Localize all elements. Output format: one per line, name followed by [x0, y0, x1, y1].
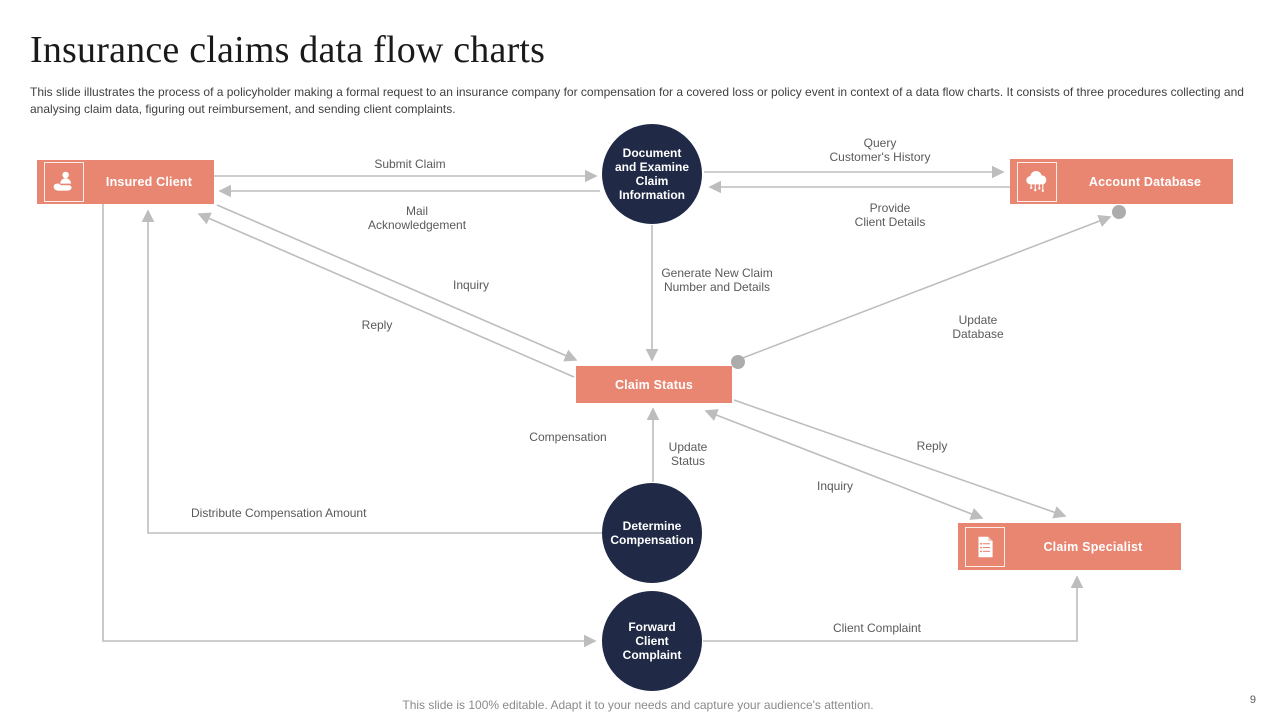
hand-holding-person-icon	[44, 162, 84, 202]
node-forward-client-complaint[interactable]: Forward Client Complaint	[602, 591, 702, 691]
label-mail-acknowledgement: Mail Acknowledgement	[367, 204, 467, 232]
node-label: Forward Client Complaint	[622, 620, 682, 662]
edge-distribute-compensation	[141, 209, 602, 534]
node-account-database[interactable]: Account Database	[1010, 159, 1233, 204]
label-reply-left: Reply	[361, 318, 393, 332]
node-label: Claim Specialist	[1043, 539, 1143, 554]
label-update-database: Update Database	[952, 313, 1004, 341]
label-compensation: Compensation	[529, 430, 607, 444]
label-generate-new-claim: Generate New Claim Number and Details	[661, 266, 773, 294]
edge-inquiry-left	[216, 204, 578, 362]
node-label: Insured Client	[105, 175, 193, 189]
edge-reply-right	[733, 399, 1067, 519]
slide-footer-note: This slide is 100% editable. Adapt it to…	[402, 698, 874, 712]
edge-update-database	[739, 215, 1112, 360]
node-label: Account Database	[1088, 174, 1202, 189]
label-query-customers-history: Query Customer's History	[829, 136, 931, 164]
edge-forward-complaint-path	[102, 204, 597, 648]
node-claim-specialist[interactable]: Claim Specialist	[958, 523, 1181, 570]
slide-description: This slide illustrates the process of a …	[30, 85, 1244, 116]
connector-dot	[1112, 205, 1126, 219]
node-label: Document and Examine Claim Information	[614, 146, 690, 202]
claim-document-icon	[965, 526, 1005, 567]
page-title: Insurance claims data flow charts	[30, 29, 546, 71]
cloud-database-icon	[1017, 161, 1057, 202]
label-client-complaint: Client Complaint	[832, 621, 922, 635]
label-reply-right: Reply	[916, 439, 948, 453]
label-provide-client-details: Provide Client Details	[854, 201, 926, 229]
label-distribute-compensation: Distribute Compensation Amount	[191, 506, 367, 520]
node-label: Determine Compensation	[610, 519, 694, 547]
label-update-status: Update Status	[668, 440, 708, 468]
label-inquiry-left: Inquiry	[452, 278, 490, 292]
label-inquiry-right: Inquiry	[816, 479, 854, 493]
node-claim-status[interactable]: Claim Status	[576, 366, 732, 403]
node-document-examine-claim[interactable]: Document and Examine Claim Information	[602, 124, 702, 224]
edge-client-complaint	[703, 575, 1084, 642]
node-insured-client[interactable]: Insured Client	[37, 160, 214, 204]
edge-inquiry-right	[704, 409, 984, 520]
label-submit-claim: Submit Claim	[374, 157, 446, 171]
edge-reply-left	[197, 212, 575, 378]
connector-dot	[731, 355, 745, 369]
node-label: Claim Status	[614, 377, 694, 392]
node-determine-compensation[interactable]: Determine Compensation	[602, 483, 702, 583]
page-number: 9	[1249, 694, 1256, 706]
